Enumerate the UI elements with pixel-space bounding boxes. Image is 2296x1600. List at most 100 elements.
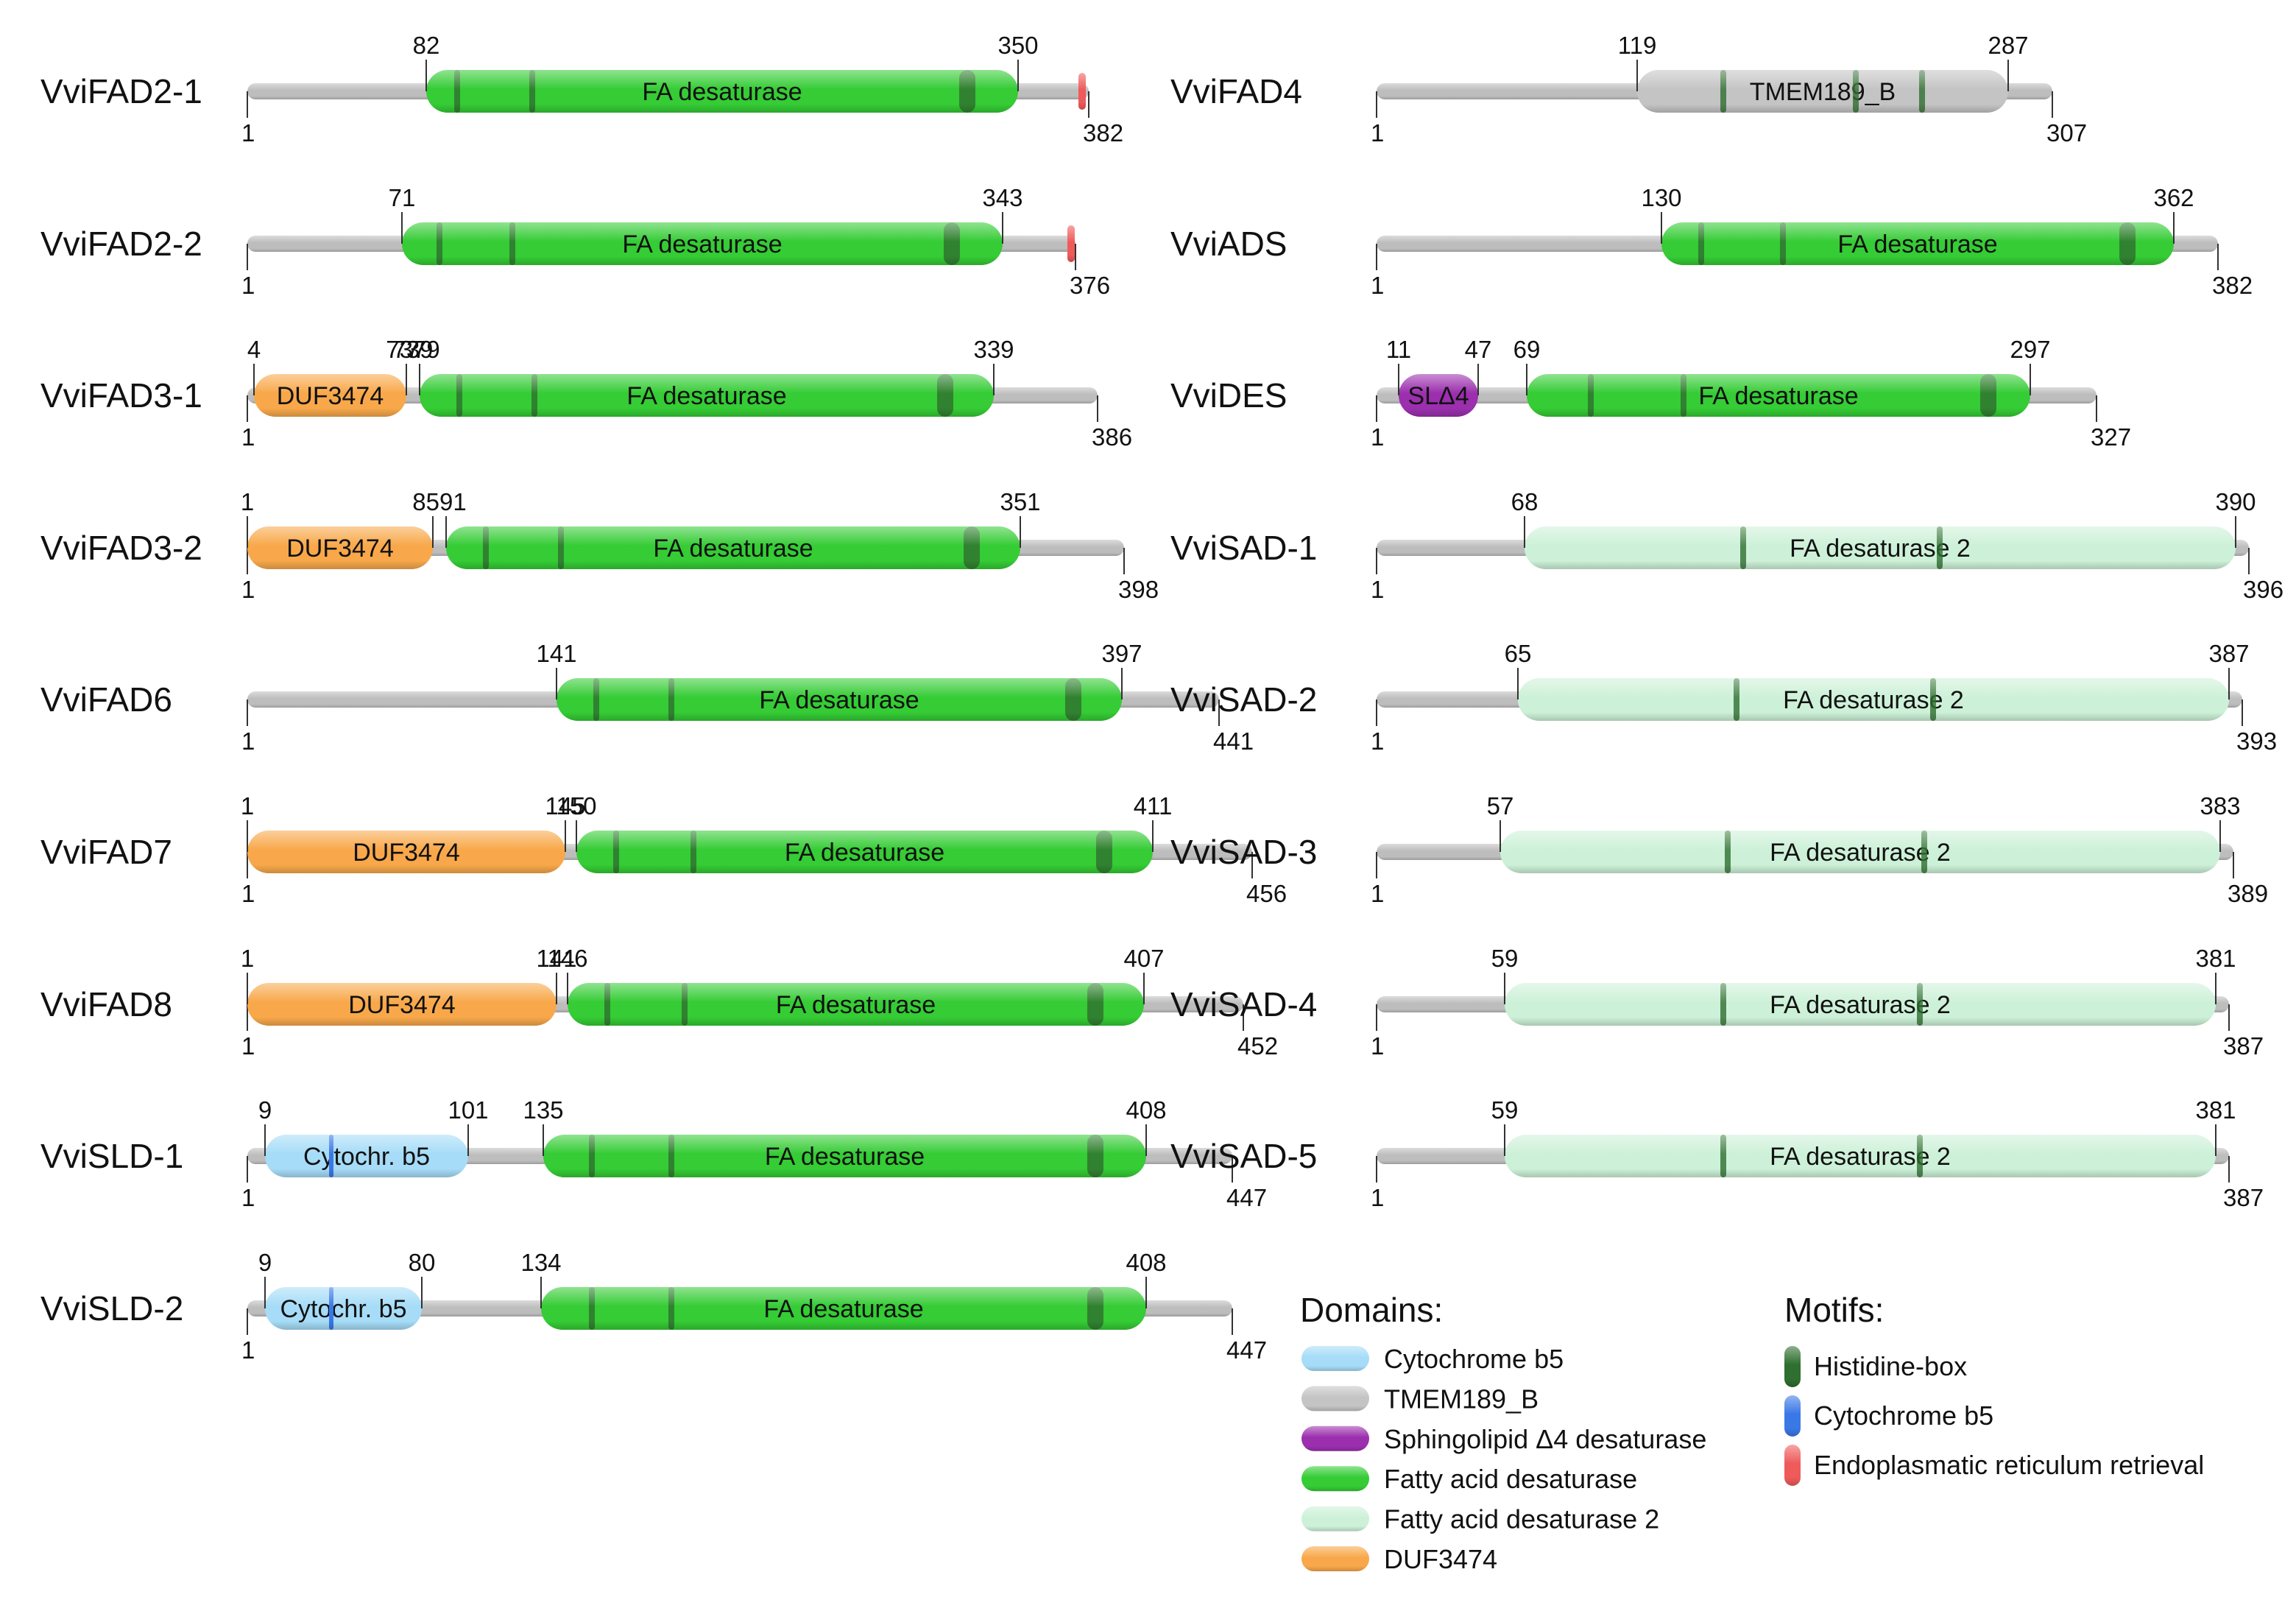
histidine-box-motif [1087,1135,1103,1177]
boundary-label: 1 [241,792,254,820]
domain-shape [247,983,557,1026]
histidine-box-motif [1980,374,1996,417]
legend-label: Sphingolipid Δ4 desaturase [1384,1424,1706,1454]
histidine-box-motif [1720,983,1726,1026]
boundary-label: 11 [1386,336,1411,363]
histidine-box-motif [483,526,489,569]
boundary-label: 387 [2208,640,2249,667]
protein-name: VviFAD2-1 [40,72,202,110]
histidine-box-motif [1725,831,1731,873]
domain-label: Cytochr. b5 [303,1143,430,1171]
domain-label: FA desaturase 2 [1770,991,1951,1019]
domain-label: TMEM189_B [1750,78,1896,106]
protein-name: VviFAD6 [40,680,172,719]
er-retrieval-motif [1067,225,1075,262]
legend-domains-title: Domains: [1300,1291,1443,1329]
histidine-box-motif [959,70,975,113]
boundary-label: 287 [1988,32,2028,59]
domain-shape [402,222,1003,265]
histidine-box-motif [1917,983,1923,1026]
protein-name: VviSAD-4 [1170,985,1317,1023]
boundary-label: 339 [973,336,1014,363]
protein-name: VviFAD8 [40,985,172,1023]
domain-shape [543,1135,1146,1177]
cytochrome-b5-motif [329,1135,333,1177]
domain-shape [1505,1135,2216,1177]
cytochrome-b5-motif [329,1287,333,1330]
start-label: 1 [1371,423,1384,451]
domain-shape [1525,526,2236,569]
boundary-label: 381 [2195,1096,2236,1124]
boundary-label: 57 [1487,792,1514,820]
domain-label: FA desaturase 2 [1770,1143,1951,1171]
boundary-label: 65 [1505,640,1532,667]
end-label: 396 [2243,576,2283,603]
histidine-box-motif [668,1287,674,1330]
histidine-box-motif [1096,831,1112,873]
domain-shape [420,374,994,417]
start-label: 1 [241,880,255,907]
histidine-box-motif [937,374,953,417]
boundary-label: 408 [1126,1249,1166,1276]
boundary-label: 1 [241,945,254,972]
domain-shape [1661,222,2174,265]
histidine-box-motif [1919,70,1925,113]
legend-swatch [1784,1346,1801,1387]
boundary-label: 9 [258,1249,272,1276]
boundary-label: 59 [1491,1096,1519,1124]
boundary-label: 397 [1101,640,1142,667]
start-label: 1 [241,119,255,147]
histidine-box-motif [1734,678,1739,721]
domain-shape [1518,678,2229,721]
legend-swatch [1301,1346,1369,1371]
protein-name: VviFAD3-2 [40,529,202,567]
domain-shape [541,1287,1146,1330]
domain-label: FA desaturase [765,1143,925,1171]
boundary-label: 7379 [386,336,439,363]
legend-swatch [1301,1386,1369,1412]
protein-name: VviFAD7 [40,833,172,871]
histidine-box-motif [1720,1135,1726,1177]
start-label: 1 [241,727,255,755]
domain-label: DUF3474 [277,382,384,410]
legend-label: Endoplasmatic reticulum retrieval [1814,1450,2204,1480]
histidine-box-motif [1780,222,1786,265]
domain-shape [1399,374,1478,417]
legend-swatch [1784,1395,1801,1437]
protein-name: VviSAD-5 [1170,1137,1317,1175]
domain-shape [265,1287,422,1330]
start-label: 1 [241,1336,255,1364]
legend-swatch [1301,1466,1369,1492]
boundary-label: 1 [241,488,254,515]
start-label: 1 [241,576,255,603]
legend-label: TMEM189_B [1384,1384,1539,1414]
histidine-box-motif [690,831,696,873]
protein-name: VviSLD-1 [40,1137,183,1175]
legend-swatch [1301,1425,1369,1451]
histidine-box-motif [682,983,688,1026]
legend-label: Cytochrome b5 [1384,1344,1564,1374]
start-label: 1 [241,1032,255,1060]
histidine-box-motif [1921,831,1927,873]
histidine-box-motif [1065,678,1081,721]
domain-label: DUF3474 [286,535,394,563]
end-label: 389 [2228,880,2268,907]
boundary-label: 79 [406,336,434,363]
duf-domain: DUF3474 1 [241,488,434,569]
domain-label: FA desaturase 2 [1783,686,1964,714]
